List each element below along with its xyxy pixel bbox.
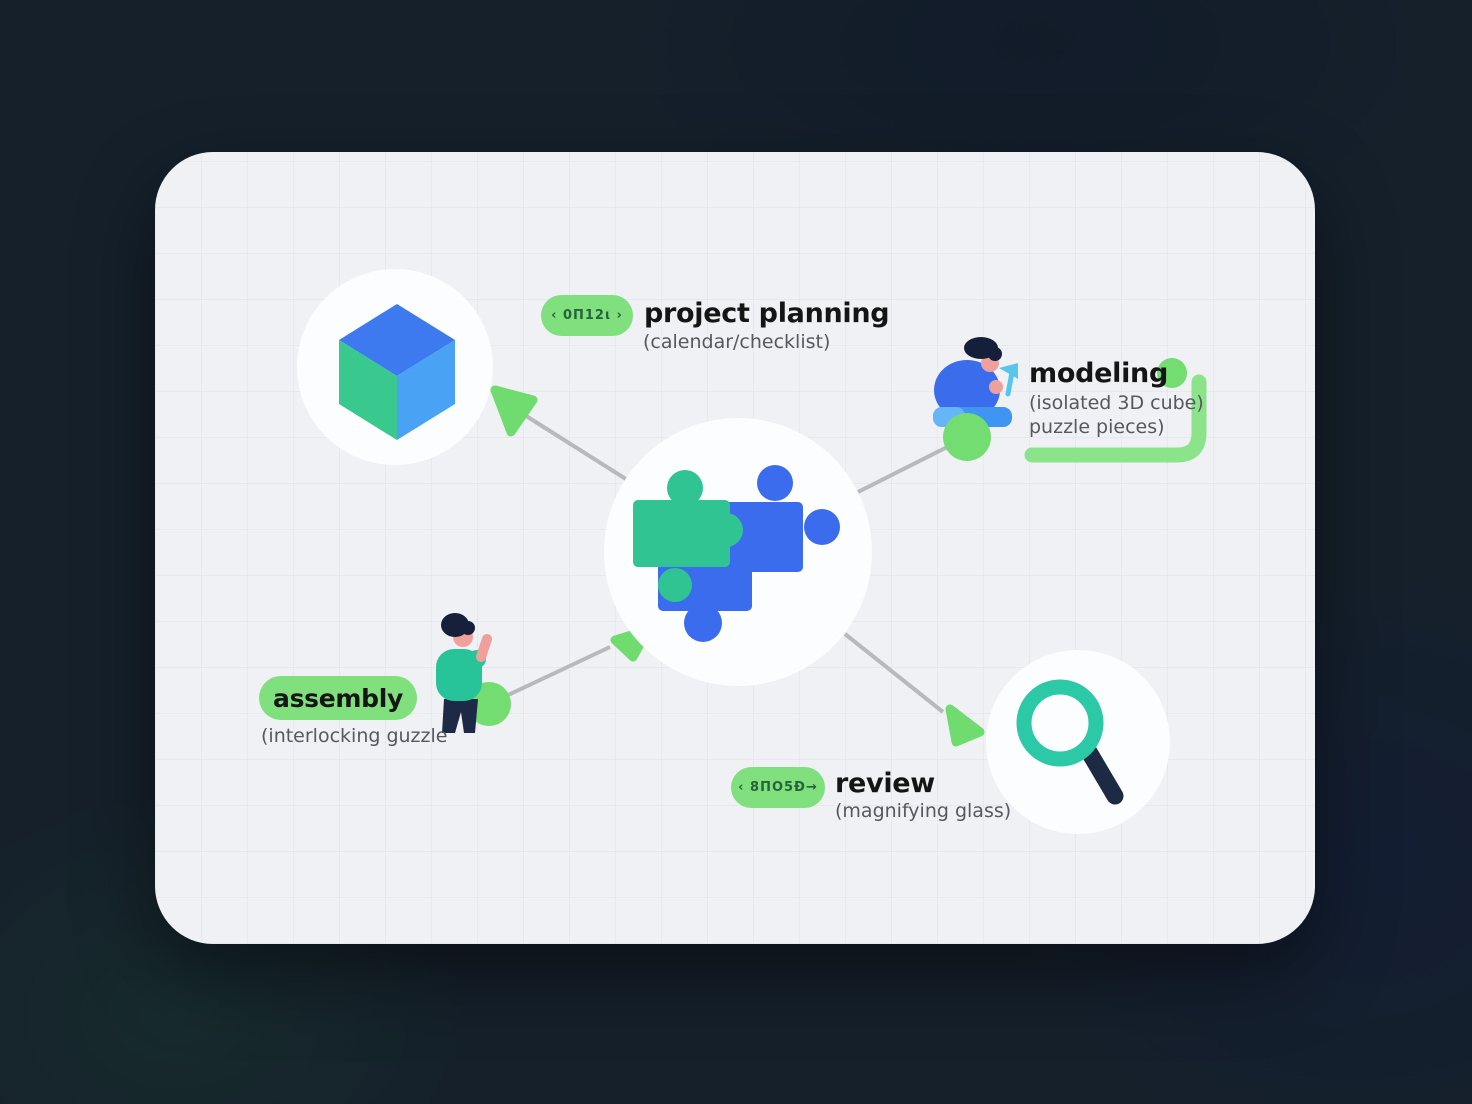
person-standing-icon [436, 613, 492, 733]
review-title: review [835, 768, 935, 799]
planning-subtitle: (calendar/checklist) [643, 331, 831, 353]
magnifying-glass-icon [1016, 679, 1124, 805]
3d-cube-icon [339, 304, 455, 440]
review-badge-text: ‹ 8ΠΟ5Ð→ [738, 780, 818, 795]
arrowhead-review [945, 704, 985, 747]
planning-badge-text: ‹ 0Π12ι › [551, 308, 623, 323]
review-subtitle: (magnifying glass) [835, 800, 1012, 822]
assembly-badge: assembly [259, 676, 417, 720]
puzzle-pieces-icon [633, 465, 840, 642]
arrowhead-planning [490, 385, 538, 437]
illustration-card: ‹ 0Π12ι › project planning (calendar/che… [155, 152, 1315, 944]
review-badge: ‹ 8ΠΟ5Ð→ [731, 767, 825, 808]
modeling-bracket [1024, 374, 1207, 463]
planning-title: project planning [644, 298, 890, 329]
assembly-title: assembly [273, 683, 403, 713]
modeling-endpoint-dot [943, 413, 991, 461]
modeling-title: modeling [1029, 358, 1168, 389]
planning-badge: ‹ 0Π12ι › [541, 295, 633, 336]
modeling-subtitle-line1: (isolated 3D cube) [1029, 392, 1204, 414]
assembly-subtitle: (interlocking guzzle [261, 725, 448, 747]
person-sitting-reading-icon [933, 337, 1018, 461]
modeling-title-dot [1157, 358, 1187, 388]
modeling-subtitle-line2: puzzle pieces) [1029, 416, 1165, 438]
